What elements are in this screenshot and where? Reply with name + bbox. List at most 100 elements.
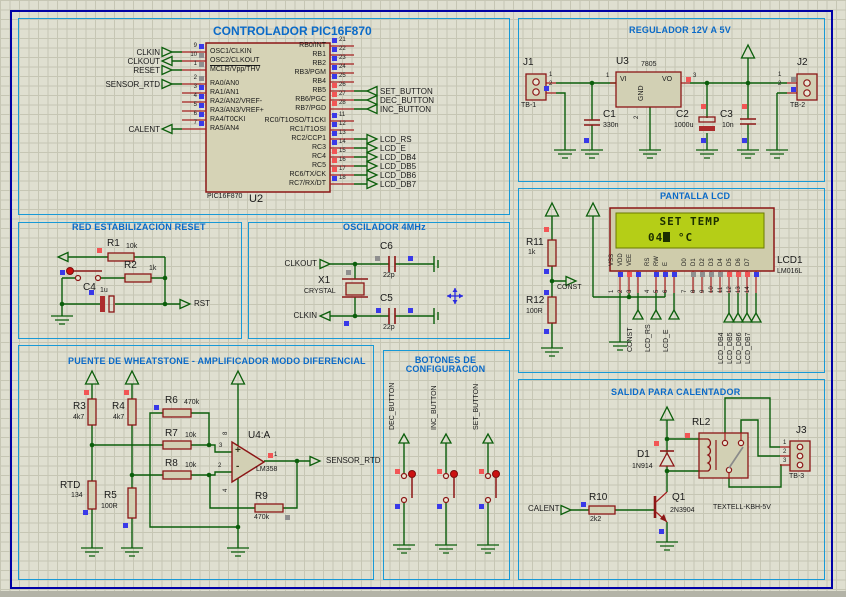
lcd-pin-name: VSS	[609, 253, 615, 266]
c3-capacitor[interactable]	[740, 118, 756, 125]
pin-name: RB6/PGC	[295, 96, 326, 103]
q1-transistor[interactable]	[653, 491, 668, 523]
const-net-label[interactable]: CONST	[557, 284, 582, 291]
u3-part: 7805	[641, 61, 657, 68]
pin-number: 26	[339, 82, 346, 88]
j2-connector[interactable]	[796, 73, 818, 101]
controller-wires[interactable]	[172, 45, 367, 185]
r3-resistor[interactable]	[87, 398, 97, 426]
j1-connector[interactable]	[525, 73, 547, 101]
r5-resistor[interactable]	[127, 487, 137, 519]
r9-resistor[interactable]	[254, 503, 284, 513]
origin-crosshair-marker	[447, 288, 463, 304]
dec-push-button[interactable]	[400, 470, 416, 504]
x1-crystal[interactable]	[342, 278, 368, 298]
terminal-label-lcd-db4[interactable]: LCD_DB4	[380, 153, 417, 162]
lcd-wires[interactable]	[540, 202, 762, 357]
bridge-wires[interactable]	[80, 370, 321, 557]
lcd-module[interactable]	[609, 207, 775, 293]
lcd-pin-number: 10	[709, 286, 715, 293]
r4-resistor[interactable]	[127, 398, 137, 426]
terminal-label-lcd-db7[interactable]: LCD_DB7	[380, 180, 417, 189]
c4-capacitor[interactable]	[100, 295, 115, 313]
bridge-title: PUENTE DE WHEATSTONE - AMPLIFICADOR MODO…	[68, 356, 366, 366]
rtd-resistor[interactable]	[87, 480, 97, 510]
terminal-label-reset[interactable]: RESET	[133, 66, 160, 75]
c6-capacitor[interactable]	[388, 256, 396, 272]
terminal-label-inc-button[interactable]: INC_BUTTON	[380, 105, 431, 114]
buttons-wires[interactable]	[392, 433, 500, 554]
pin-name: RB1	[312, 51, 326, 58]
terminal-label-lcd-db5[interactable]: LCD_DB5	[380, 162, 417, 171]
terminal-label-calent[interactable]: CALENT	[128, 125, 160, 134]
lcd-pin-name: D0	[682, 258, 688, 266]
u3-7805-regulator[interactable]	[615, 71, 682, 108]
pin-number: 15	[339, 148, 346, 154]
terminal-label-calent[interactable]: CALENT	[528, 504, 560, 513]
net-label-lcd-db6[interactable]: LCD_DB6	[736, 332, 743, 364]
heater-wires[interactable]	[560, 397, 790, 551]
r11-resistor[interactable]	[547, 239, 557, 267]
terminal-label-dec-button[interactable]: DEC_BUTTON	[380, 96, 435, 105]
pin-name: RC5	[311, 162, 326, 169]
terminal-label-sensor-rtd-out[interactable]: SENSOR_RTD	[326, 456, 381, 465]
oscillator-wires[interactable]	[319, 256, 439, 324]
r10-resistor[interactable]	[588, 505, 616, 515]
c4-value: 1u	[100, 287, 108, 294]
terminal-label-clkin[interactable]: CLKIN	[293, 311, 317, 320]
net-label-lcd-db4[interactable]: LCD_DB4	[718, 332, 725, 364]
inc-push-button[interactable]	[442, 470, 458, 504]
lcd-pin-name: D2	[700, 258, 706, 266]
pin-number: 12	[339, 121, 346, 127]
r6-resistor[interactable]	[162, 408, 192, 418]
r1-resistor[interactable]	[107, 252, 135, 262]
net-label-lcd-db7[interactable]: LCD_DB7	[745, 332, 752, 364]
terminal-label-lcd-rs[interactable]: LCD_RS	[380, 135, 412, 144]
net-label-const[interactable]: CONST	[627, 327, 634, 353]
net-label-inc-button[interactable]: INC_BUTTON	[431, 385, 438, 430]
d1-ref: D1	[637, 449, 650, 460]
regulator-wires[interactable]	[546, 44, 797, 159]
j3-connector[interactable]	[789, 440, 811, 472]
terminal-label-clkin[interactable]: CLKIN	[136, 48, 160, 57]
terminal-label-lcd-e[interactable]: LCD_E	[380, 144, 406, 153]
terminal-label-sensor-rtd[interactable]: SENSOR_RTD	[105, 80, 160, 89]
d1-diode[interactable]	[658, 450, 676, 467]
terminal-label-lcd-db6[interactable]: LCD_DB6	[380, 171, 417, 180]
reset-push-button[interactable]	[66, 267, 103, 282]
r7-resistor[interactable]	[162, 440, 192, 450]
pic16f870-chip[interactable]	[205, 42, 331, 193]
terminal-label-set-button[interactable]: SET_BUTTON	[380, 87, 433, 96]
r12-resistor[interactable]	[547, 296, 557, 324]
power-terminal-arrow[interactable]	[740, 44, 756, 59]
lcd-pin-number: 2	[618, 289, 624, 293]
net-label-lcd-e[interactable]: LCD_E	[663, 329, 670, 352]
u4a-opamp[interactable]	[231, 440, 266, 484]
terminal-label-clkout[interactable]: CLKOUT	[284, 259, 317, 268]
section-bridge	[18, 345, 374, 580]
rl2-relay[interactable]	[698, 432, 749, 479]
pin-number: 27	[339, 91, 346, 97]
net-label-dec-button[interactable]: DEC_BUTTON	[389, 382, 396, 430]
j1-ref: J1	[523, 57, 534, 68]
terminal-label-clkout[interactable]: CLKOUT	[127, 57, 160, 66]
j3-ref: J3	[796, 425, 807, 436]
pin-name: RC3	[311, 144, 326, 151]
r8-resistor[interactable]	[162, 470, 192, 480]
section-buttons	[383, 350, 510, 580]
set-push-button[interactable]	[484, 470, 500, 504]
reset-wires[interactable]	[50, 251, 191, 325]
terminal-label-rst[interactable]: RST	[194, 299, 210, 308]
c1-capacitor[interactable]	[584, 119, 600, 126]
sheet-border	[10, 10, 833, 589]
c2-capacitor[interactable]	[698, 116, 716, 131]
c5-capacitor[interactable]	[388, 308, 396, 324]
section-heater	[518, 379, 825, 580]
r2-resistor[interactable]	[124, 273, 152, 283]
net-label-set-button[interactable]: SET_BUTTON	[473, 383, 480, 430]
net-label-lcd-rs[interactable]: LCD_RS	[645, 324, 652, 352]
net-label-lcd-db5[interactable]: LCD_DB5	[727, 332, 734, 364]
pin-number: 28	[339, 100, 346, 106]
